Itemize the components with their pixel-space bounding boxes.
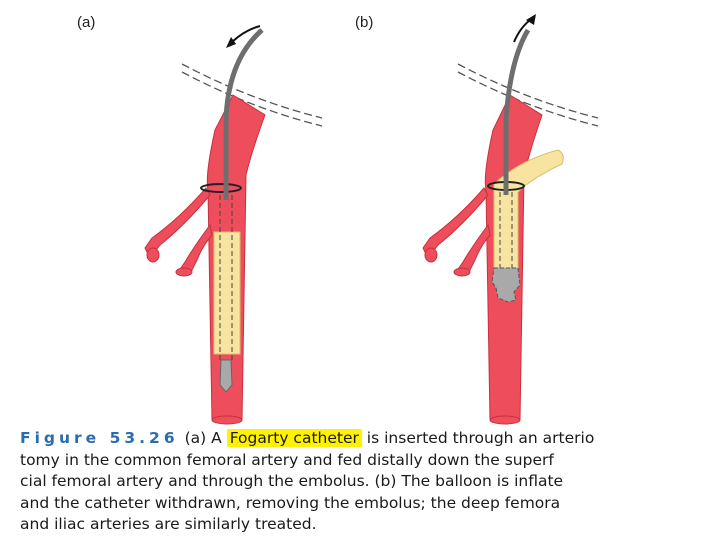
balloon-tip-a (220, 360, 232, 392)
panel-b-drawing (423, 14, 598, 424)
panel-label-b: (b) (355, 14, 373, 31)
caption-line-5: and iliac arteries are similarly treated… (20, 514, 710, 536)
caption-line-1: Figure 53.26 (a) A Fogarty catheter is in… (20, 428, 710, 450)
figure-number: Figure 53.26 (20, 429, 179, 447)
branch-end-a1 (147, 248, 159, 262)
branch-end-b2 (454, 268, 470, 276)
artery-opening-a (212, 416, 242, 424)
highlighted-term: Fogarty catheter (227, 429, 362, 447)
figure-illustration (0, 0, 720, 425)
branch-end-a2 (176, 268, 192, 276)
embolus-a (214, 232, 240, 354)
caption-line-2: tomy in the common femoral artery and fe… (20, 450, 710, 472)
branch-end-b1 (425, 248, 437, 262)
small-branch-a (178, 225, 212, 274)
caption-line1-after: is inserted through an arterio (362, 429, 594, 447)
panel-label-a: (a) (77, 14, 95, 31)
caption-line-3: cial femoral artery and through the embo… (20, 471, 710, 493)
caption-line1-before: (a) A (185, 429, 227, 447)
artery-opening-b (490, 416, 520, 424)
caption-line-4: and the catheter withdrawn, removing the… (20, 493, 710, 515)
small-branch-b (456, 225, 490, 274)
panel-a-drawing (145, 26, 322, 424)
figure-caption: Figure 53.26 (a) A Fogarty catheter is in… (20, 428, 710, 536)
